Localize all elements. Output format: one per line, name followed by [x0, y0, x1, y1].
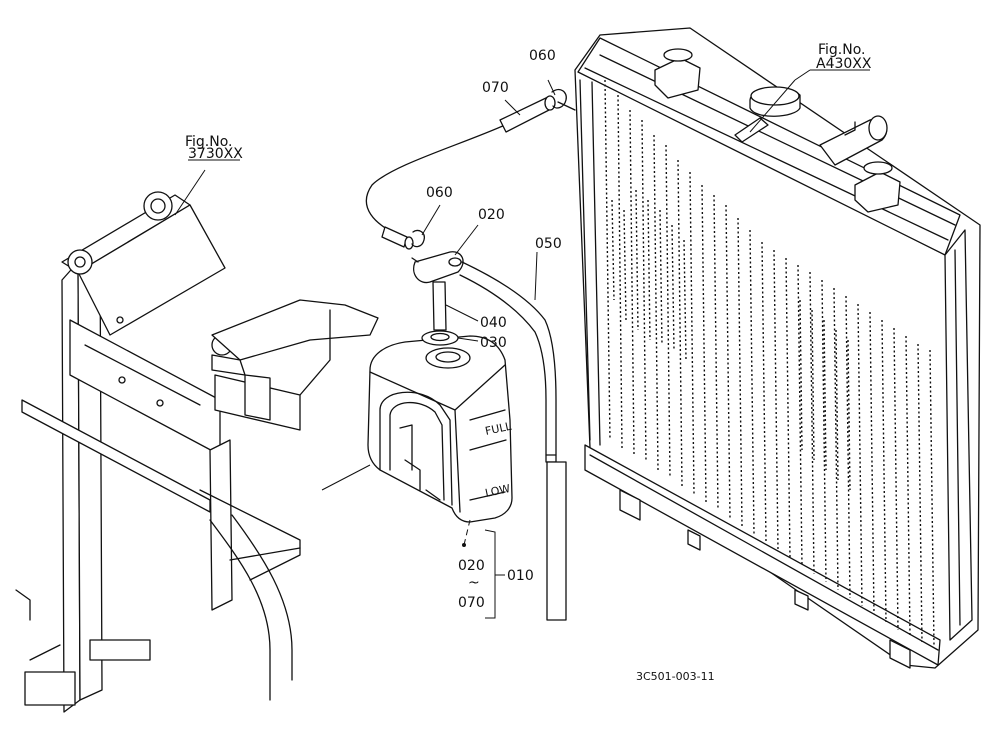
drawing-code: 3C501-003-11 [636, 670, 715, 683]
frame-assembly [15, 159, 379, 713]
reserve-tank [367, 335, 513, 523]
label-020: 020 [478, 207, 505, 223]
label-010: 010 [507, 568, 534, 584]
low-marking: LOW [484, 482, 512, 500]
label-040: 040 [480, 315, 507, 331]
label-range-tilde: ~ [468, 575, 480, 591]
full-marking: FULL [484, 419, 514, 437]
label-070-range-end: 070 [458, 595, 485, 611]
tank-fittings [365, 88, 576, 621]
radiator-fig-number: A430XX [816, 56, 872, 72]
label-020-range-start: 020 [458, 558, 485, 574]
label-030: 030 [480, 335, 507, 351]
label-060-lower: 060 [426, 185, 453, 201]
label-060-upper: 060 [529, 48, 556, 64]
radiator [574, 27, 981, 669]
radiator-fig-label: Fig.No. [818, 42, 866, 58]
frame-fig-label: Fig.No. [185, 134, 233, 150]
label-leaders [421, 79, 556, 619]
label-070: 070 [482, 80, 509, 96]
frame-fig-number: 3730XX [188, 146, 243, 162]
label-050: 050 [535, 236, 562, 252]
